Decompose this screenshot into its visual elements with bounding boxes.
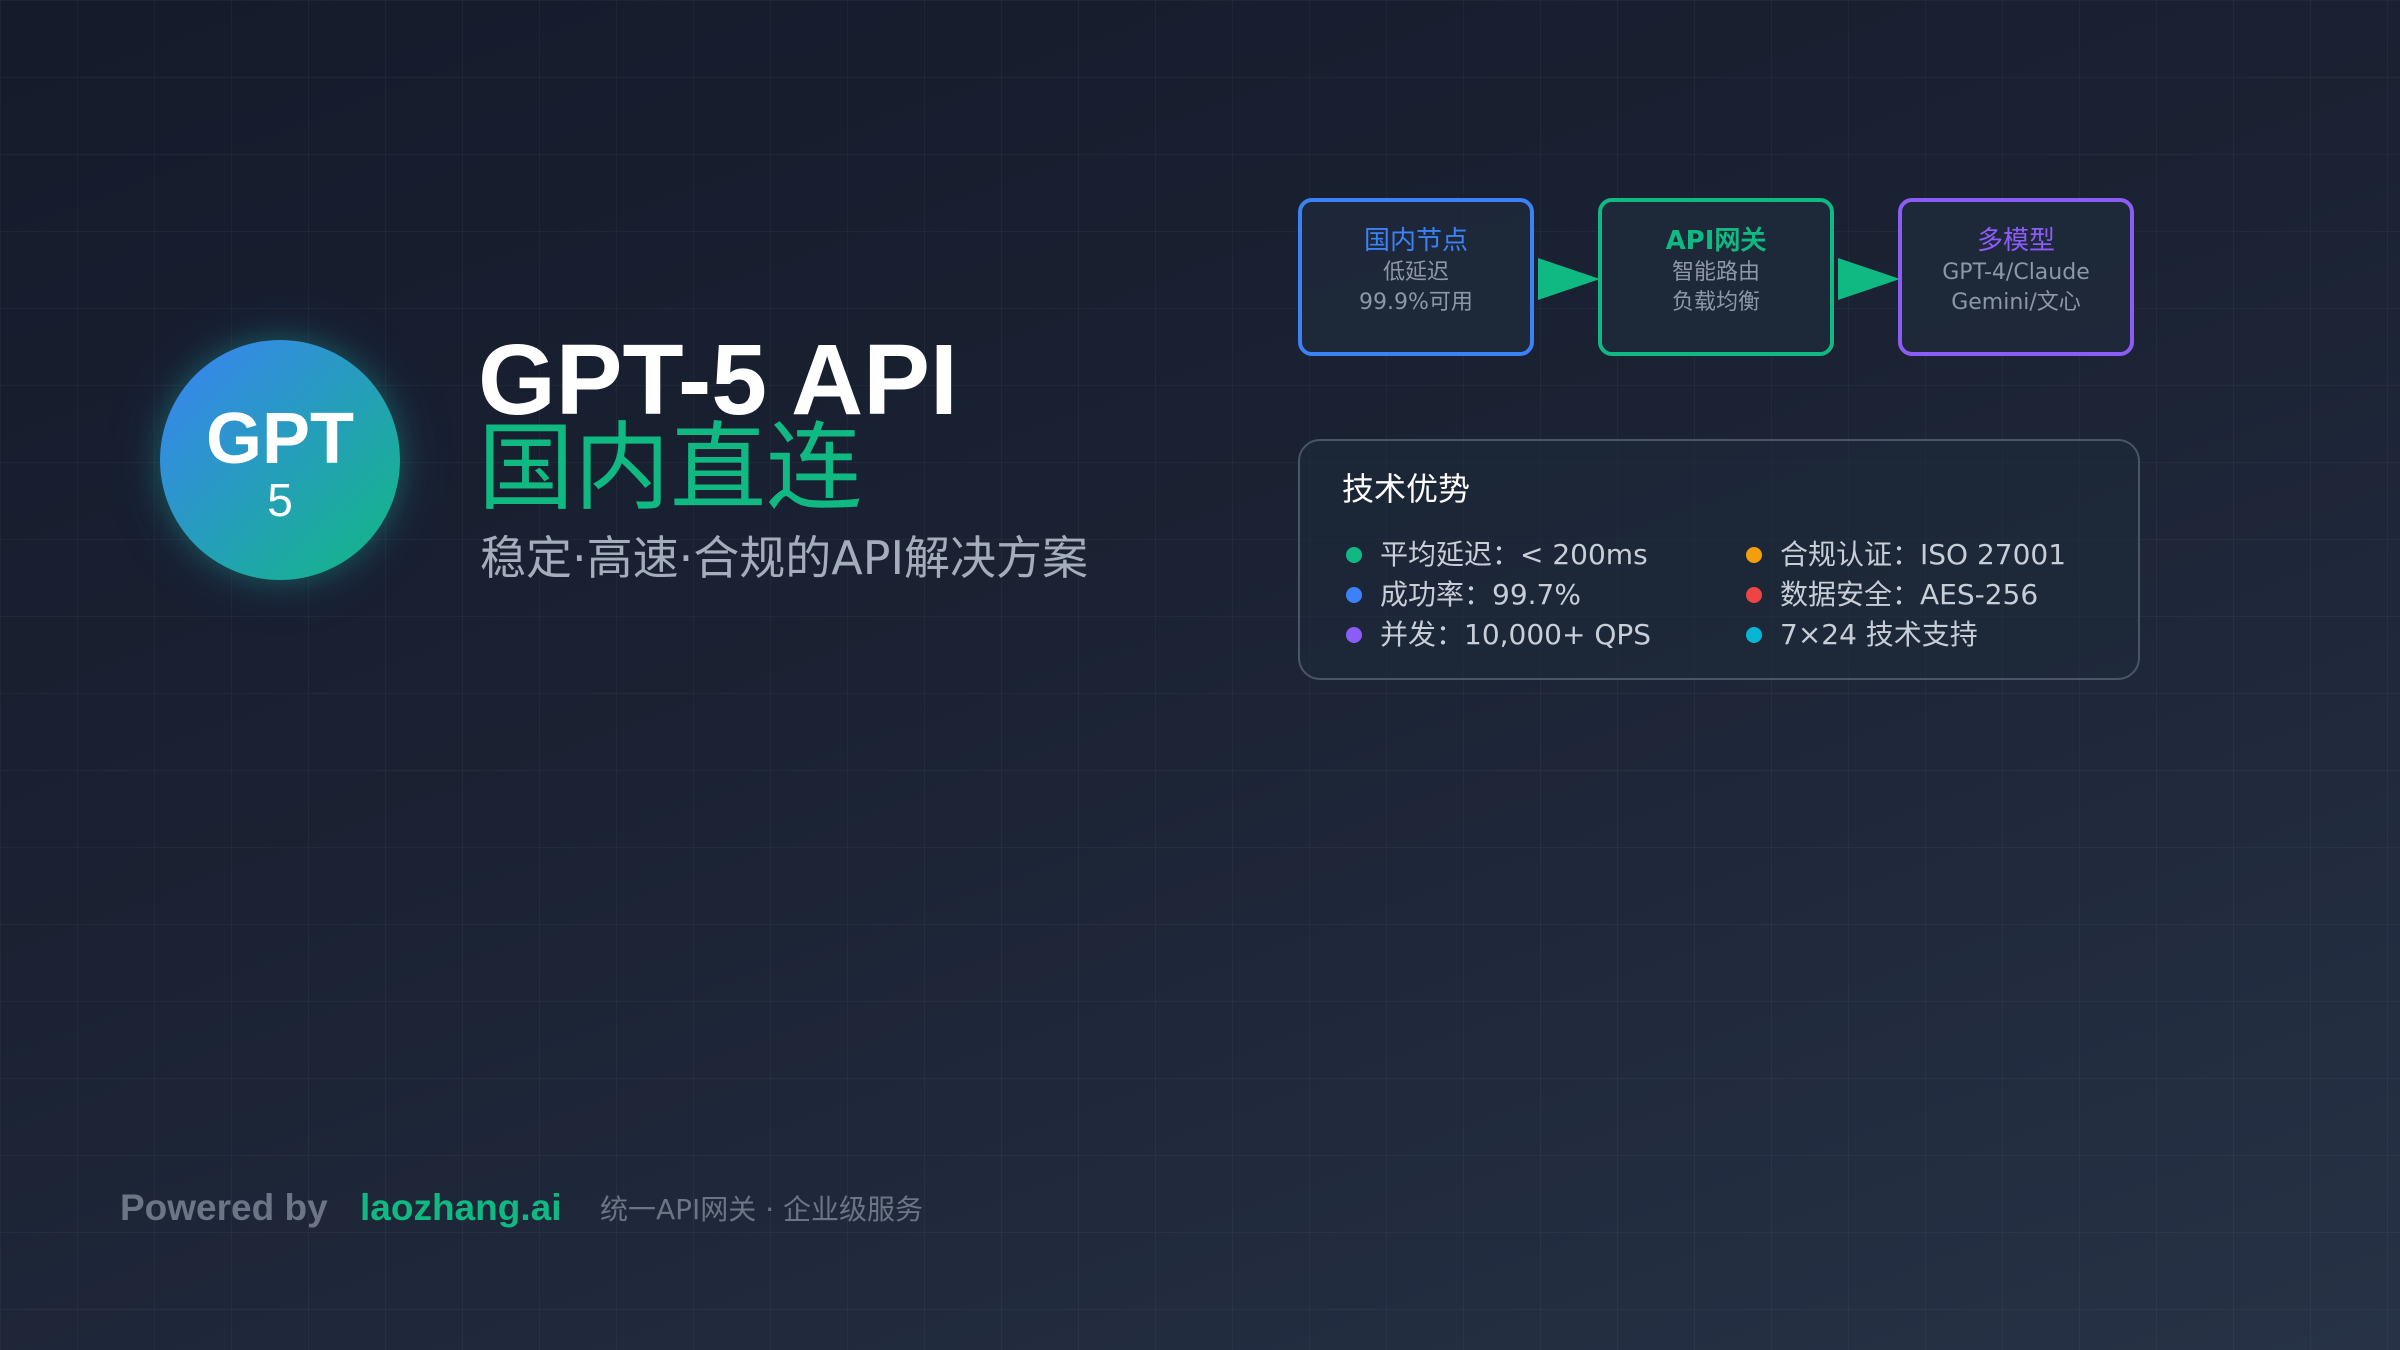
bullet-dot-icon bbox=[1346, 587, 1362, 603]
flow-node-domestic: 国内节点 低延迟 99.9%可用 bbox=[1298, 198, 1534, 356]
flow-node-line: GPT-4/Claude bbox=[1942, 260, 2090, 285]
bullet-dot-icon bbox=[1746, 587, 1762, 603]
flow-node-models: 多模型 GPT-4/Claude Gemini/文心 bbox=[1898, 198, 2134, 356]
gpt5-logo: GPT 5 bbox=[160, 340, 400, 580]
flow-node-title: API网关 bbox=[1665, 226, 1767, 256]
brand-link[interactable]: laozhang.ai bbox=[360, 1187, 562, 1228]
powered-by-label: Powered by bbox=[120, 1187, 328, 1228]
advantage-item: 合规认证：ISO 27001 bbox=[1746, 535, 2066, 575]
advantage-item: 平均延迟：< 200ms bbox=[1346, 535, 1648, 575]
flow-arrow-icon bbox=[1538, 258, 1600, 300]
advantage-item: 7×24 技术支持 bbox=[1746, 615, 1978, 655]
flow-node-line: Gemini/文心 bbox=[1951, 290, 2081, 315]
bullet-dot-icon bbox=[1346, 627, 1362, 643]
advantage-text: 平均延迟：< 200ms bbox=[1380, 538, 1648, 571]
advantages-panel: 技术优势 平均延迟：< 200ms 成功率：99.7% 并发：10,000+ Q… bbox=[1298, 439, 2140, 680]
footer-tagline: 统一API网关 · 企业级服务 bbox=[600, 1193, 923, 1226]
bullet-dot-icon bbox=[1346, 547, 1362, 563]
logo-sub-text: 5 bbox=[267, 474, 293, 526]
advantage-text: 并发：10,000+ QPS bbox=[1380, 618, 1652, 651]
flow-node-line: 负载均衡 bbox=[1671, 290, 1760, 315]
page-title-cn: 国内直连 bbox=[478, 412, 862, 524]
flow-node-title: 多模型 bbox=[1976, 226, 2055, 256]
advantage-item: 并发：10,000+ QPS bbox=[1346, 615, 1651, 655]
flow-node-line: 99.9%可用 bbox=[1359, 290, 1473, 315]
flow-node-line: 智能路由 bbox=[1671, 260, 1760, 285]
page-subtitle: 稳定·高速·合规的API解决方案 bbox=[480, 531, 1089, 585]
flow-arrow-icon bbox=[1838, 258, 1900, 300]
flow-node-gateway: API网关 智能路由 负载均衡 bbox=[1598, 198, 1834, 356]
advantage-text: 数据安全：AES-256 bbox=[1780, 578, 2039, 611]
advantage-item: 成功率：99.7% bbox=[1346, 575, 1581, 615]
bullet-dot-icon bbox=[1746, 547, 1762, 563]
advantages-title: 技术优势 bbox=[1342, 470, 1471, 508]
advantage-text: 合规认证：ISO 27001 bbox=[1780, 538, 2067, 571]
flow-node-title: 国内节点 bbox=[1363, 226, 1468, 256]
flow-node-line: 低延迟 bbox=[1382, 260, 1449, 285]
advantage-item: 数据安全：AES-256 bbox=[1746, 575, 2038, 615]
page-title: GPT-5 API bbox=[478, 324, 958, 436]
bullet-dot-icon bbox=[1746, 627, 1762, 643]
advantage-text: 7×24 技术支持 bbox=[1780, 618, 1978, 651]
advantage-text: 成功率：99.7% bbox=[1380, 578, 1581, 611]
logo-main-text: GPT bbox=[205, 399, 354, 479]
